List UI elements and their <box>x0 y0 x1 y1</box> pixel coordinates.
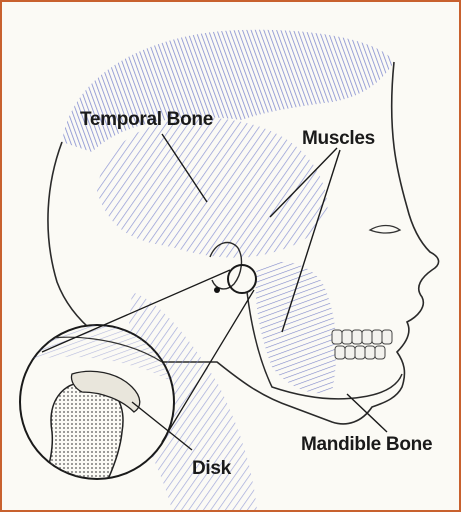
tmj-joint-circle <box>228 265 256 293</box>
inset-magnified-view <box>20 322 174 492</box>
label-disk: Disk <box>192 458 231 480</box>
label-temporal-bone: Temporal Bone <box>80 109 213 131</box>
eye <box>370 226 400 234</box>
label-mandible-bone: Mandible Bone <box>301 434 432 456</box>
temporal-muscle <box>97 118 328 258</box>
label-muscles: Muscles <box>302 128 375 150</box>
leader-mandible <box>347 394 387 432</box>
masseter-muscle <box>256 262 337 393</box>
teeth <box>332 330 392 359</box>
